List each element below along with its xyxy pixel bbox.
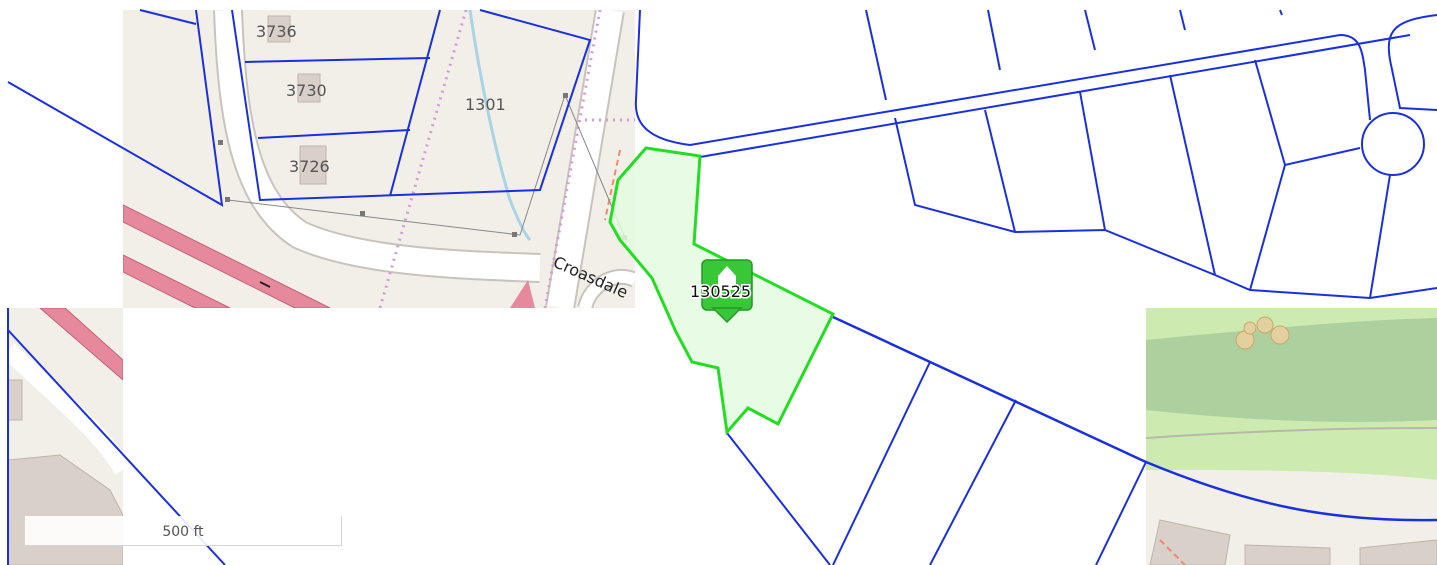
parcel-id-label: 130525 [690, 282, 751, 301]
building-number-3: 3726 [289, 157, 330, 176]
area-number: 1301 [465, 95, 506, 114]
scale-bar: 500 ft [24, 516, 342, 546]
building-number-1: 3736 [256, 22, 297, 41]
building-number-2: 3730 [286, 81, 327, 100]
home-marker-icon[interactable] [701, 259, 753, 324]
basemap-tile-right [1146, 308, 1437, 565]
scale-label: 500 ft [162, 524, 204, 540]
